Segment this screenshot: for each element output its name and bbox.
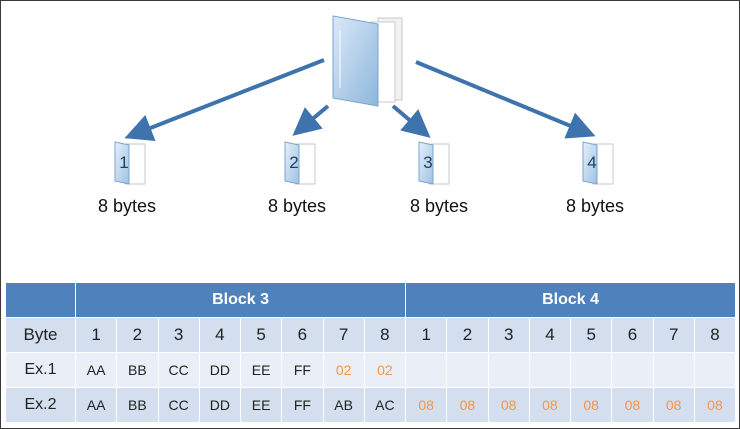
byte-row-label: Byte [5,317,76,353]
arrow-to-block-3 [391,104,431,138]
byte-number-cell: 8 [693,317,737,353]
block-4-file-icon: 4 [582,141,614,185]
block-2-size-label: 8 bytes [267,196,327,216]
byte-number-cell: 8 [363,317,407,353]
data-byte-cell [693,352,737,388]
block-split-diagram: 1 2 3 4 [114,15,614,185]
byte-number-cell: 5 [239,317,283,353]
byte-number-cell: 3 [487,317,530,353]
data-byte-cell [405,352,448,388]
byte-number-cell: 4 [198,317,242,353]
padding-byte-cell: 08 [405,387,448,423]
data-byte-cell [570,352,613,388]
block-header-row: Block 3 Block 4 [5,282,737,318]
block-3-file-icon: 3 [418,141,450,185]
example-row-label: Ex.1 [5,352,76,388]
block-2-number: 2 [289,153,298,172]
block-4-header: Block 4 [405,282,737,318]
data-byte-cell: AB [322,387,365,423]
data-byte-cell: DD [198,352,242,388]
arrow-to-block-1 [124,58,325,142]
padding-byte-cell: 08 [570,387,613,423]
data-byte-cell: AA [74,352,118,388]
arrow-to-block-2 [292,104,330,136]
byte-number-cell: 7 [322,317,365,353]
block-4-number: 4 [587,153,596,172]
data-byte-cell: DD [198,387,242,423]
data-byte-cell [652,352,695,388]
byte-number-cell: 1 [74,317,118,353]
example-row-label: Ex.2 [5,387,76,423]
byte-number-cell: 2 [116,317,159,353]
byte-number-cell: 1 [405,317,448,353]
padding-byte-cell: 08 [652,387,695,423]
block-1-number: 1 [119,153,128,172]
padding-byte-cell: 08 [446,387,489,423]
data-byte-cell [446,352,489,388]
data-byte-cell [611,352,654,388]
block-1-size-label: 8 bytes [97,196,157,216]
data-byte-cell: CC [157,387,200,423]
block-3-header: Block 3 [74,282,407,318]
data-byte-cell: EE [239,352,283,388]
block-1-file-icon: 1 [114,141,146,185]
data-byte-cell: BB [116,387,159,423]
data-byte-cell [528,352,572,388]
padding-byte-cell: 08 [487,387,530,423]
folder-icon [332,15,403,107]
padding-byte-cell: 08 [528,387,572,423]
block-2-file-icon: 2 [284,141,316,185]
byte-number-cell: 6 [611,317,654,353]
padding-byte-cell: 08 [693,387,737,423]
byte-number-cell: 5 [570,317,613,353]
padding-byte-cell: 08 [611,387,654,423]
arrow-to-block-4 [415,60,596,139]
block-3-number: 3 [423,153,432,172]
data-byte-cell: AA [74,387,118,423]
byte-number-cell: 4 [528,317,572,353]
byte-number-cell: 7 [652,317,695,353]
data-byte-cell: EE [239,387,283,423]
data-byte-cell [487,352,530,388]
data-byte-cell: AC [363,387,407,423]
padding-byte-cell: 02 [322,352,365,388]
data-byte-cell: FF [281,387,324,423]
data-byte-cell: BB [116,352,159,388]
block-3-size-label: 8 bytes [409,196,469,216]
byte-number-cell: 6 [281,317,324,353]
data-byte-cell: FF [281,352,324,388]
header-corner-cell [5,282,76,318]
padding-byte-cell: 02 [363,352,407,388]
byte-number-cell: 2 [446,317,489,353]
data-byte-cell: CC [157,352,200,388]
byte-number-cell: 3 [157,317,200,353]
block-4-size-label: 8 bytes [565,196,625,216]
